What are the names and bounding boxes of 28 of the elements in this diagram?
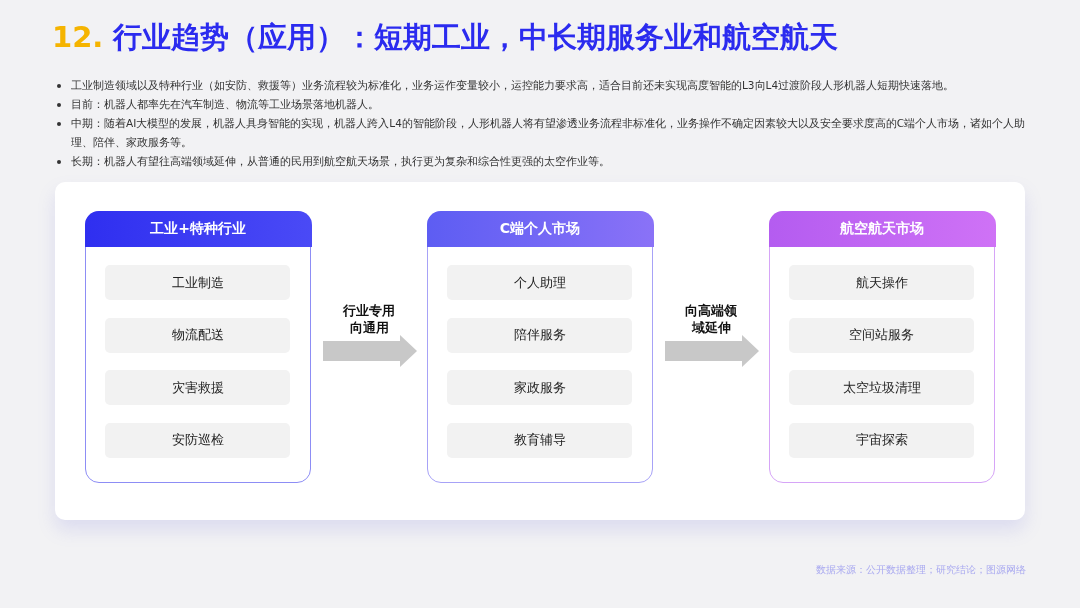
edge-label: 行业专用向通用 xyxy=(342,302,396,336)
edge-label: 向高端领域延伸 xyxy=(684,302,738,336)
bullet-text: 长期：机器人有望往高端领域延伸，从普通的民用到航空航天场景，执行更为复杂和综合性更强的太空作业等。 xyxy=(71,155,610,167)
panel-header: 航空航天市场 xyxy=(768,210,996,247)
item-box: 个人助理 xyxy=(447,265,632,300)
item-box: 物流配送 xyxy=(105,317,290,353)
item-box: 宇宙探索 xyxy=(789,422,974,458)
arrow xyxy=(323,335,417,367)
item-box: 太空垃圾清理 xyxy=(789,370,974,405)
panel-header: 工业+特种行业 xyxy=(84,210,312,247)
item-box: 航天操作 xyxy=(789,265,974,300)
item-box: 安防巡检 xyxy=(105,422,290,458)
arrow xyxy=(665,335,759,367)
item-box: 家政服务 xyxy=(447,370,632,405)
item-box: 空间站服务 xyxy=(789,317,974,353)
bullet-text: 工业制造领域以及特种行业（如安防、救援等）业务流程较为标准化，业务运作变量较小，运控能力要求高，适合目前还未实现高度智能的L3向L4过渡阶段人形机器人短期快速落地。 xyxy=(71,79,955,91)
panel-header: C端个人市场 xyxy=(426,210,654,247)
market-panel xyxy=(85,211,311,483)
item-box: 灾害救援 xyxy=(105,370,290,405)
bullet-text: 中期：随着AI大模型的发展，机器人具身智能的实现，机器人跨入L4的智能阶段，人形机器人将有望渗透业务流程非标准化，业务操作不确定因素较大以及安全要求度高的C端个人市场，诸如个人助理、陪伴、家政服务等。 xyxy=(71,117,1026,148)
item-box: 陪伴服务 xyxy=(447,317,632,353)
market-panel xyxy=(769,211,995,483)
source-note: 数据来源：公开数据整理；研究结论；图源网络 xyxy=(816,563,1026,577)
market-panel xyxy=(427,211,653,483)
title: 12. 行业趋势（应用）：短期工业，中长期服务业和航空航天 xyxy=(52,19,839,56)
item-box: 工业制造 xyxy=(105,265,290,300)
item-box: 教育辅导 xyxy=(447,422,632,458)
bullet-text: 目前：机器人都率先在汽车制造、物流等工业场景落地机器人。 xyxy=(71,98,379,110)
